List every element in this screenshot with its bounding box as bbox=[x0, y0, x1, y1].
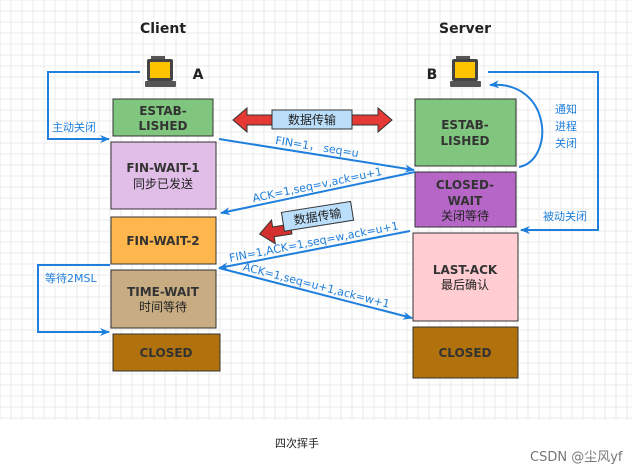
svg-text:CLOSED-: CLOSED- bbox=[436, 178, 494, 192]
svg-text:WAIT: WAIT bbox=[448, 194, 483, 208]
svg-text:TIME-WAIT: TIME-WAIT bbox=[127, 285, 200, 299]
fin-message-arrow bbox=[218, 138, 415, 173]
client-state-established: ESTAB- LISHED bbox=[112, 98, 214, 137]
notify-label-3: 关闭 bbox=[555, 136, 577, 150]
data-transfer-left-arrow: 数据传输 bbox=[258, 200, 355, 245]
server-state-closed: CLOSED bbox=[412, 326, 519, 379]
svg-text:FIN-WAIT-1: FIN-WAIT-1 bbox=[126, 161, 199, 175]
notify-label-1: 通知 bbox=[555, 102, 577, 116]
server-title: Server bbox=[439, 21, 491, 37]
svg-text:FIN-WAIT-2: FIN-WAIT-2 bbox=[126, 234, 199, 248]
notify-process-arrow bbox=[489, 80, 544, 168]
server-label: B bbox=[427, 67, 438, 83]
laptop-icon bbox=[450, 56, 481, 87]
server-state-close-wait: CLOSED- WAIT 关闭等待 bbox=[414, 171, 517, 228]
passive-close-arrow bbox=[488, 71, 599, 234]
svg-text:LISHED: LISHED bbox=[139, 119, 188, 133]
laptop-icon bbox=[145, 56, 176, 87]
ack-message-arrow bbox=[220, 171, 416, 216]
client-title: Client bbox=[140, 21, 186, 37]
diagram-caption: 四次挥手 bbox=[275, 436, 319, 450]
watermark: CSDN @尘风yf bbox=[530, 450, 623, 465]
wait-2msl-arrow bbox=[37, 264, 110, 336]
fin-ack-message-arrow bbox=[218, 230, 411, 271]
passive-close-label: 被动关闭 bbox=[543, 209, 587, 223]
data-transfer-double-arrow: 数据传输 bbox=[232, 106, 393, 134]
final-ack-message-arrow bbox=[218, 267, 413, 320]
svg-text:数据传输: 数据传输 bbox=[293, 205, 343, 227]
svg-text:最后确认: 最后确认 bbox=[441, 278, 489, 292]
client-state-fin-wait-1: FIN-WAIT-1 同步已发送 bbox=[110, 141, 217, 210]
server-state-established: ESTAB- LISHED bbox=[414, 98, 517, 167]
active-close-label: 主动关闭 bbox=[52, 120, 96, 134]
client-state-closed: CLOSED bbox=[112, 333, 221, 372]
svg-text:时间等待: 时间等待 bbox=[139, 300, 187, 314]
svg-text:LAST-ACK: LAST-ACK bbox=[433, 263, 498, 277]
svg-text:同步已发送: 同步已发送 bbox=[133, 176, 193, 191]
svg-text:CLOSED: CLOSED bbox=[438, 346, 491, 360]
client-state-fin-wait-2: FIN-WAIT-2 bbox=[110, 216, 217, 265]
svg-text:ESTAB-: ESTAB- bbox=[441, 118, 489, 132]
client-state-time-wait: TIME-WAIT 时间等待 bbox=[110, 269, 217, 329]
server-state-last-ack: LAST-ACK 最后确认 bbox=[412, 232, 519, 322]
wait-2msl-label: 等待2MSL bbox=[45, 271, 97, 285]
svg-text:LISHED: LISHED bbox=[441, 134, 490, 148]
svg-text:数据传输: 数据传输 bbox=[288, 112, 336, 127]
fin-message-label: FIN=1， seq=u bbox=[274, 134, 359, 160]
svg-text:CLOSED: CLOSED bbox=[139, 346, 192, 360]
active-close-arrow bbox=[47, 71, 140, 143]
svg-text:关闭等待: 关闭等待 bbox=[441, 209, 489, 223]
client-label: A bbox=[193, 67, 204, 83]
notify-label-2: 进程 bbox=[555, 120, 577, 133]
svg-text:ESTAB-: ESTAB- bbox=[139, 104, 187, 118]
